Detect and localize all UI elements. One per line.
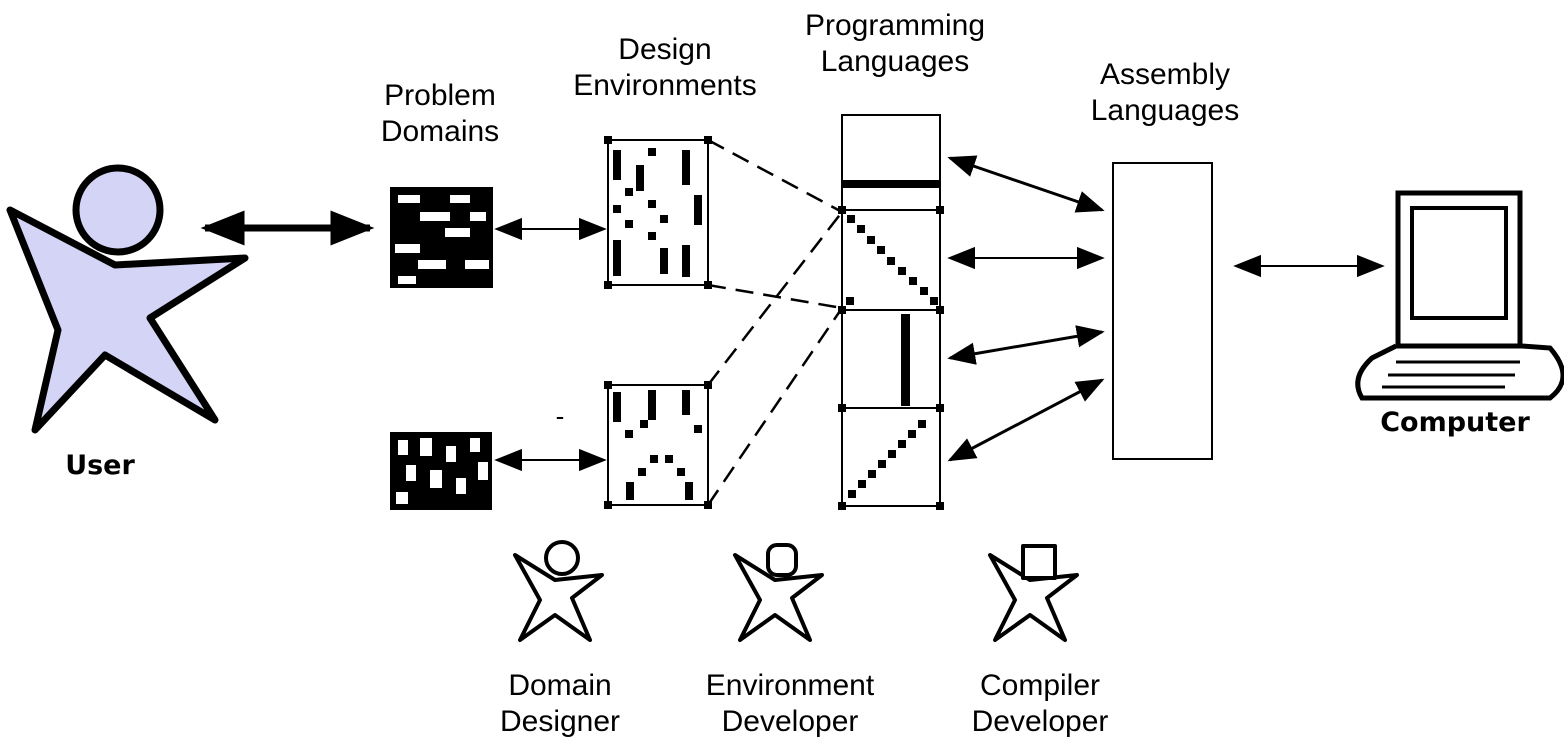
programming-languages-line2: Languages	[820, 45, 970, 78]
domain-designer-label: Domain Designer	[485, 668, 635, 740]
dashed-mapping-lines	[706, 138, 844, 506]
environment-developer-line2: Developer	[721, 705, 859, 738]
design-environment-bottom-box	[604, 381, 712, 509]
problem-domains-label: Problem Domains	[350, 78, 530, 150]
user-figure-icon	[6, 164, 249, 434]
programming-languages-column	[838, 114, 944, 510]
arrow-prog-asm-1	[947, 155, 1105, 213]
computer-icon	[1355, 190, 1564, 401]
assembly-languages-line2: Languages	[1090, 94, 1240, 127]
programming-languages-label: Programming Languages	[790, 8, 1000, 80]
domain-designer-icon	[513, 540, 604, 642]
assembly-languages-label: Assembly Languages	[1075, 57, 1255, 129]
design-environments-label: Design Environments	[570, 32, 760, 104]
compiler-developer-icon	[988, 544, 1079, 642]
design-environments-line2: Environments	[573, 69, 757, 102]
user-label: User	[65, 450, 135, 481]
stray-mark: -	[555, 401, 565, 431]
programming-languages-line1: Programming	[804, 9, 986, 42]
arrow-prog-asm-4	[947, 378, 1105, 462]
problem-domain-bottom-icon	[390, 432, 492, 510]
environment-developer-line1: Environment	[705, 669, 875, 702]
compiler-developer-line1: Compiler	[979, 669, 1101, 702]
assembly-languages-line1: Assembly	[1099, 58, 1231, 91]
assembly-languages-box	[1112, 162, 1213, 460]
arrows	[200, 155, 1385, 472]
arrow-prog-asm-3	[947, 325, 1105, 365]
domain-designer-line2: Designer	[499, 705, 621, 738]
problem-domain-top-icon	[390, 187, 493, 288]
design-environments-line1: Design	[618, 33, 712, 66]
design-environment-top-box	[604, 136, 712, 289]
problem-domains-line1: Problem	[384, 79, 496, 112]
compiler-developer-line2: Developer	[971, 705, 1109, 738]
environment-developer-icon	[733, 543, 824, 642]
environment-developer-label: Environment Developer	[690, 668, 890, 740]
computer-label: Computer	[1380, 407, 1530, 438]
compiler-developer-label: Compiler Developer	[960, 668, 1120, 740]
domain-designer-line1: Domain	[508, 669, 612, 702]
problem-domains-line2: Domains	[380, 115, 500, 148]
